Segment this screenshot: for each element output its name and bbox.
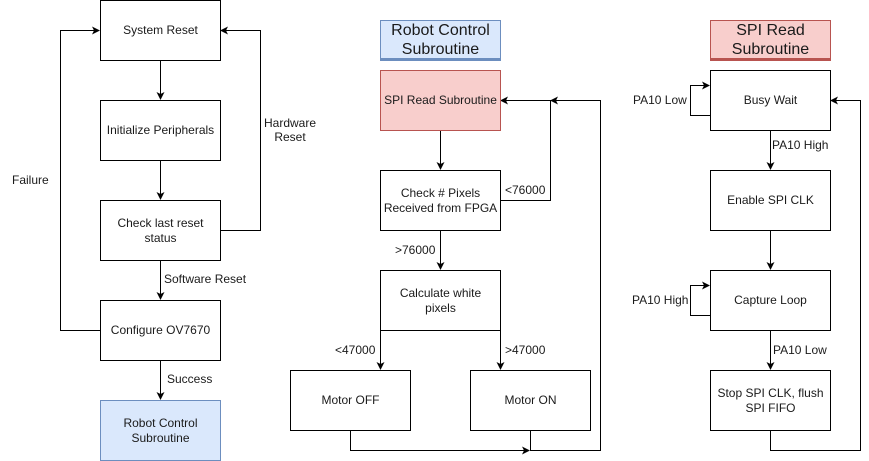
node-label: Robot Control Subroutine xyxy=(123,415,198,445)
title-label: Robot Control Subroutine xyxy=(391,21,490,58)
node-label: Busy Wait xyxy=(743,93,798,107)
node-system-reset: System Reset xyxy=(100,0,221,61)
edge-capture-self-loop xyxy=(690,281,710,316)
node-label: Motor OFF xyxy=(321,393,380,407)
node-check-reset: Check last reset status xyxy=(100,200,221,261)
node-label: Motor ON xyxy=(504,393,557,407)
edge-stop-to-busy xyxy=(770,96,861,451)
title-spi-read: SPI Read Subroutine xyxy=(710,20,831,61)
node-motor-off: Motor OFF xyxy=(290,370,411,431)
edge-hardware-reset xyxy=(220,26,261,231)
node-label: Initialize Peripherals xyxy=(106,123,215,137)
label-gt76000: >76000 xyxy=(395,243,436,257)
edge-lt76000 xyxy=(500,96,551,201)
node-init-peripherals: Initialize Peripherals xyxy=(100,100,221,161)
node-capture-loop: Capture Loop xyxy=(710,270,831,331)
edge-busy-self-loop xyxy=(690,81,710,116)
label-failure: Failure xyxy=(12,173,49,187)
label-pa10-low-loop: PA10 Low xyxy=(633,93,687,107)
label-gt47000: >47000 xyxy=(505,343,546,357)
title-label: SPI Read Subroutine xyxy=(731,21,810,58)
node-stop-spi-clk: Stop SPI CLK, flush SPI FIFO xyxy=(710,370,831,431)
node-label: Enable SPI CLK xyxy=(727,193,814,207)
node-motor-on: Motor ON xyxy=(470,370,591,431)
node-label: Capture Loop xyxy=(734,293,807,307)
label-lt47000: <47000 xyxy=(335,343,376,357)
node-configure-ov7670: Configure OV7670 xyxy=(100,300,221,361)
node-spi-read: SPI Read Subroutine xyxy=(380,70,501,131)
node-calc-white: Calculate white pixels xyxy=(380,270,501,331)
edge-motor-on-loop xyxy=(530,96,601,451)
edge-motor-off-merge xyxy=(350,430,530,455)
node-label: SPI Read Subroutine xyxy=(384,93,497,107)
label-software-reset: Software Reset xyxy=(164,272,247,286)
node-label: Configure OV7670 xyxy=(110,323,211,337)
node-label: Calculate white pixels xyxy=(399,285,482,315)
node-robot-control: Robot Control Subroutine xyxy=(100,400,221,461)
label-hardware-reset: Hardware Reset xyxy=(262,116,318,144)
label-pa10-high-loop: PA10 High xyxy=(632,293,689,307)
label-pa10-high: PA10 High xyxy=(772,138,829,152)
node-check-pixels: Check # Pixels Received from FPGA xyxy=(380,170,501,231)
label-pa10-low: PA10 Low xyxy=(773,343,827,357)
label-success: Success xyxy=(167,372,213,386)
label-lt76000: <76000 xyxy=(505,183,546,197)
node-label: Check last reset status xyxy=(117,215,204,245)
node-enable-spi-clk: Enable SPI CLK xyxy=(710,170,831,231)
title-robot-control: Robot Control Subroutine xyxy=(380,20,501,61)
node-label: Stop SPI CLK, flush SPI FIFO xyxy=(717,385,824,415)
node-label: Check # Pixels Received from FPGA xyxy=(383,185,498,215)
edge-failure xyxy=(60,26,100,331)
node-label: System Reset xyxy=(123,23,198,37)
node-busy-wait: Busy Wait xyxy=(710,70,831,131)
